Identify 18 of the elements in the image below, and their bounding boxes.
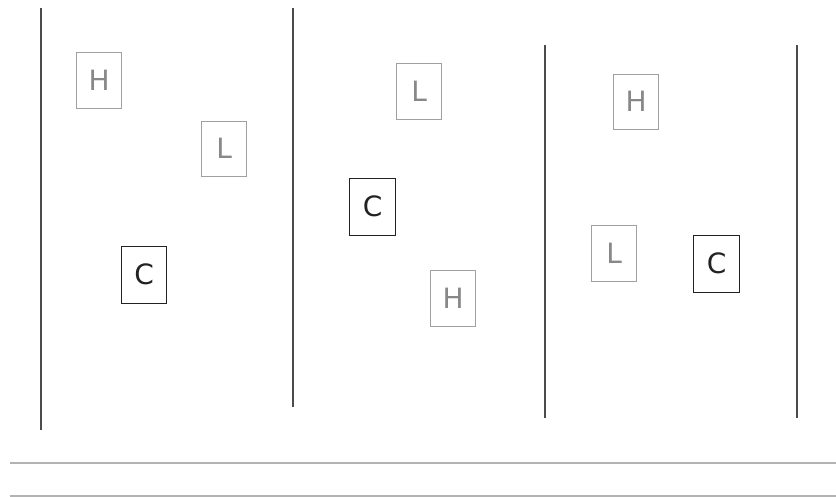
letter-box bbox=[430, 270, 476, 327]
letter-box bbox=[201, 121, 247, 177]
letter-box bbox=[121, 246, 167, 304]
letter-box bbox=[693, 235, 740, 293]
letter-label: C bbox=[706, 250, 726, 278]
letter-label: L bbox=[411, 78, 427, 106]
letter-box bbox=[76, 52, 122, 109]
letter-label: C bbox=[362, 193, 382, 221]
letter-label: H bbox=[442, 284, 464, 312]
letter-label: L bbox=[606, 240, 622, 268]
letter-label: H bbox=[625, 88, 647, 116]
letter-box bbox=[613, 74, 659, 130]
letter-label: H bbox=[88, 66, 110, 94]
letter-box bbox=[396, 63, 442, 120]
letter-box bbox=[591, 225, 637, 282]
letter-box bbox=[349, 178, 396, 236]
letter-label: C bbox=[134, 261, 154, 289]
letter-label: L bbox=[216, 135, 232, 163]
